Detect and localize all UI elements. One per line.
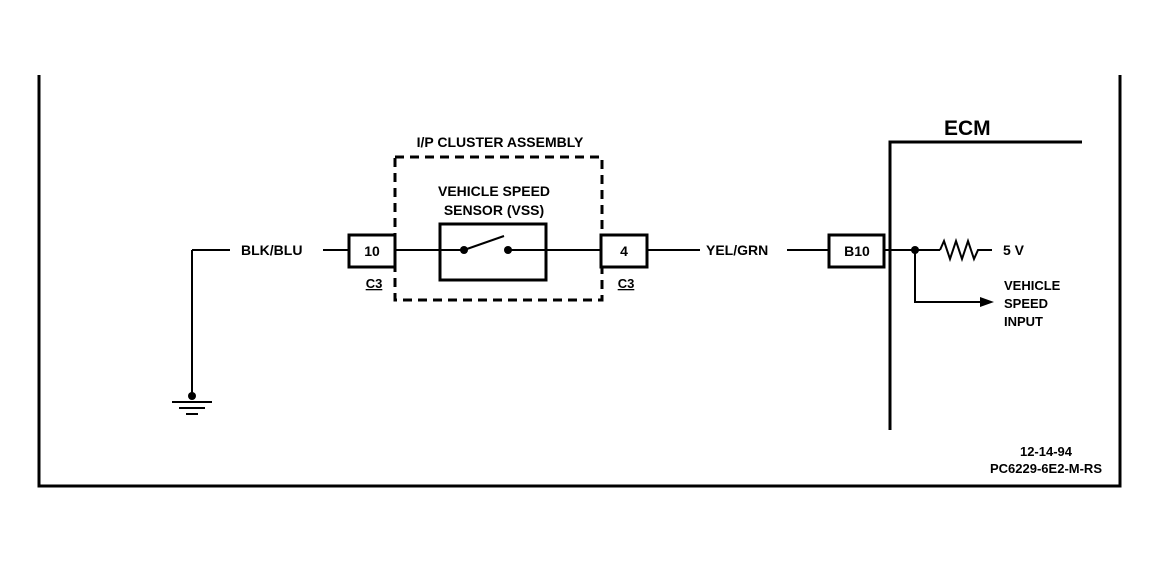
sensor-label-line1: VEHICLE SPEED	[438, 183, 550, 199]
voltage-label: 5 V	[1003, 242, 1025, 258]
footer-date: 12-14-94	[1020, 444, 1073, 459]
arrow-right-icon	[980, 297, 994, 307]
sensor-label-line2: SENSOR (VSS)	[444, 202, 544, 218]
wire-label-right: YEL/GRN	[706, 242, 768, 258]
connector-pin-b10	[827, 233, 886, 269]
connector-pin-b10-label: B10	[844, 243, 870, 259]
resistor-icon	[939, 237, 992, 263]
footer-code: PC6229-6E2-M-RS	[990, 461, 1102, 476]
speed-input-line1: VEHICLE	[1004, 278, 1061, 293]
wire-label-left: BLK/BLU	[241, 242, 302, 258]
connector-pin-4	[599, 233, 649, 269]
connector-pin-10-label: 10	[364, 243, 380, 259]
ecm-boundary	[888, 140, 1082, 430]
switch-icon	[440, 235, 546, 254]
cluster-assembly-box	[393, 155, 604, 302]
frame-border	[37, 75, 1122, 488]
ecm-title: ECM	[944, 117, 991, 140]
wire-speed-input	[914, 250, 982, 303]
connector-c3-left: C3	[366, 276, 383, 291]
speed-input-line2: SPEED	[1004, 296, 1048, 311]
speed-input-line3: INPUT	[1004, 314, 1043, 329]
ground-icon	[172, 250, 212, 415]
vss-sensor-box	[438, 222, 548, 282]
connector-pin-10	[347, 233, 397, 269]
connector-pin-4-label: 4	[620, 243, 628, 259]
connector-c3-right: C3	[618, 276, 635, 291]
cluster-title: I/P CLUSTER ASSEMBLY	[417, 134, 584, 150]
